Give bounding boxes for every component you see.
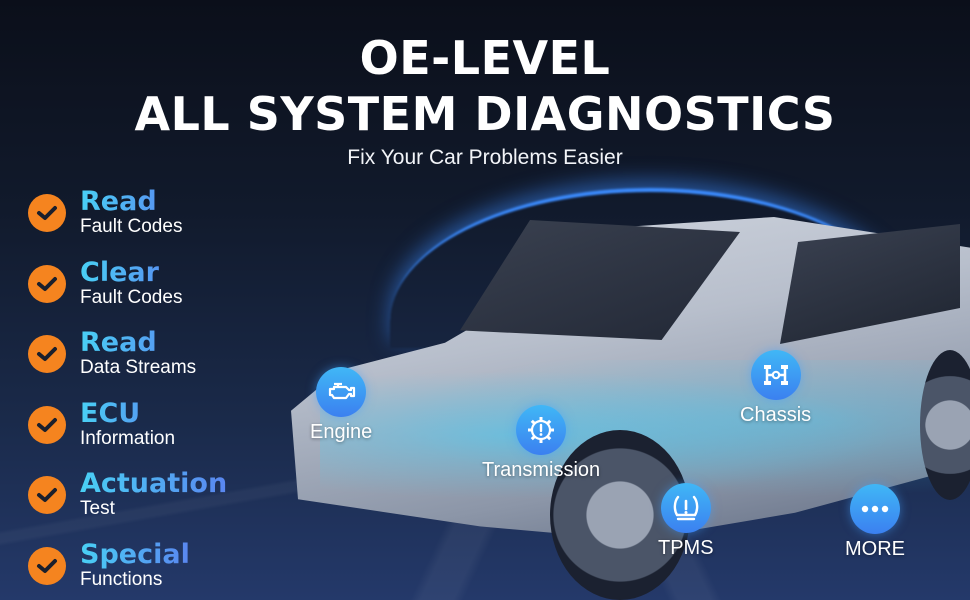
tire-pressure-icon bbox=[660, 483, 711, 533]
headline-line-2: ALL SYSTEM DIAGNOSTICS bbox=[134, 87, 836, 141]
feature-title: Read bbox=[80, 329, 196, 357]
system-label: Chassis bbox=[740, 404, 812, 426]
check-circle-icon bbox=[28, 335, 66, 374]
feature-subtitle: Test bbox=[80, 498, 115, 520]
car-illustration bbox=[260, 180, 970, 600]
rear-wheel bbox=[920, 350, 970, 500]
headline-line-1: OE-LEVEL bbox=[359, 31, 611, 85]
system-label: TPMS bbox=[658, 537, 714, 559]
system-transmission: Transmission bbox=[482, 405, 600, 482]
feature-subtitle: Information bbox=[80, 427, 176, 449]
chassis-icon bbox=[750, 350, 801, 400]
roof-glow bbox=[390, 188, 910, 348]
feature-title: Read bbox=[80, 188, 182, 216]
check-circle-icon bbox=[28, 194, 66, 233]
check-circle-icon bbox=[28, 264, 66, 303]
feature-title: ECU bbox=[80, 399, 175, 428]
system-label: MORE bbox=[845, 538, 905, 560]
check-circle-icon bbox=[28, 405, 66, 444]
feature-title: Clear bbox=[80, 258, 182, 287]
more-dots-icon bbox=[850, 484, 900, 534]
gear-warning-icon bbox=[516, 405, 567, 455]
system-tpms: TPMS bbox=[658, 483, 714, 560]
feature-subtitle: Fault Codes bbox=[80, 286, 183, 308]
system-label: Transmission bbox=[482, 459, 601, 481]
feature-subtitle: Functions bbox=[80, 568, 163, 590]
feature-subtitle: Fault Codes bbox=[80, 216, 183, 238]
system-label: Engine bbox=[310, 421, 373, 443]
headline: OE-LEVEL ALL SYSTEM DIAGNOSTICS bbox=[0, 30, 970, 142]
subtitle: Fix Your Car Problems Easier bbox=[347, 146, 623, 169]
engine-icon bbox=[316, 367, 367, 417]
system-engine: Engine bbox=[310, 367, 372, 444]
check-circle-icon bbox=[28, 476, 66, 515]
feature-subtitle: Data Streams bbox=[80, 357, 197, 379]
system-chassis: Chassis bbox=[740, 350, 811, 427]
check-circle-icon bbox=[28, 546, 66, 585]
system-more: MORE bbox=[845, 484, 905, 561]
feature-title: Actuation bbox=[80, 468, 228, 500]
feature-title: Special bbox=[80, 538, 190, 570]
